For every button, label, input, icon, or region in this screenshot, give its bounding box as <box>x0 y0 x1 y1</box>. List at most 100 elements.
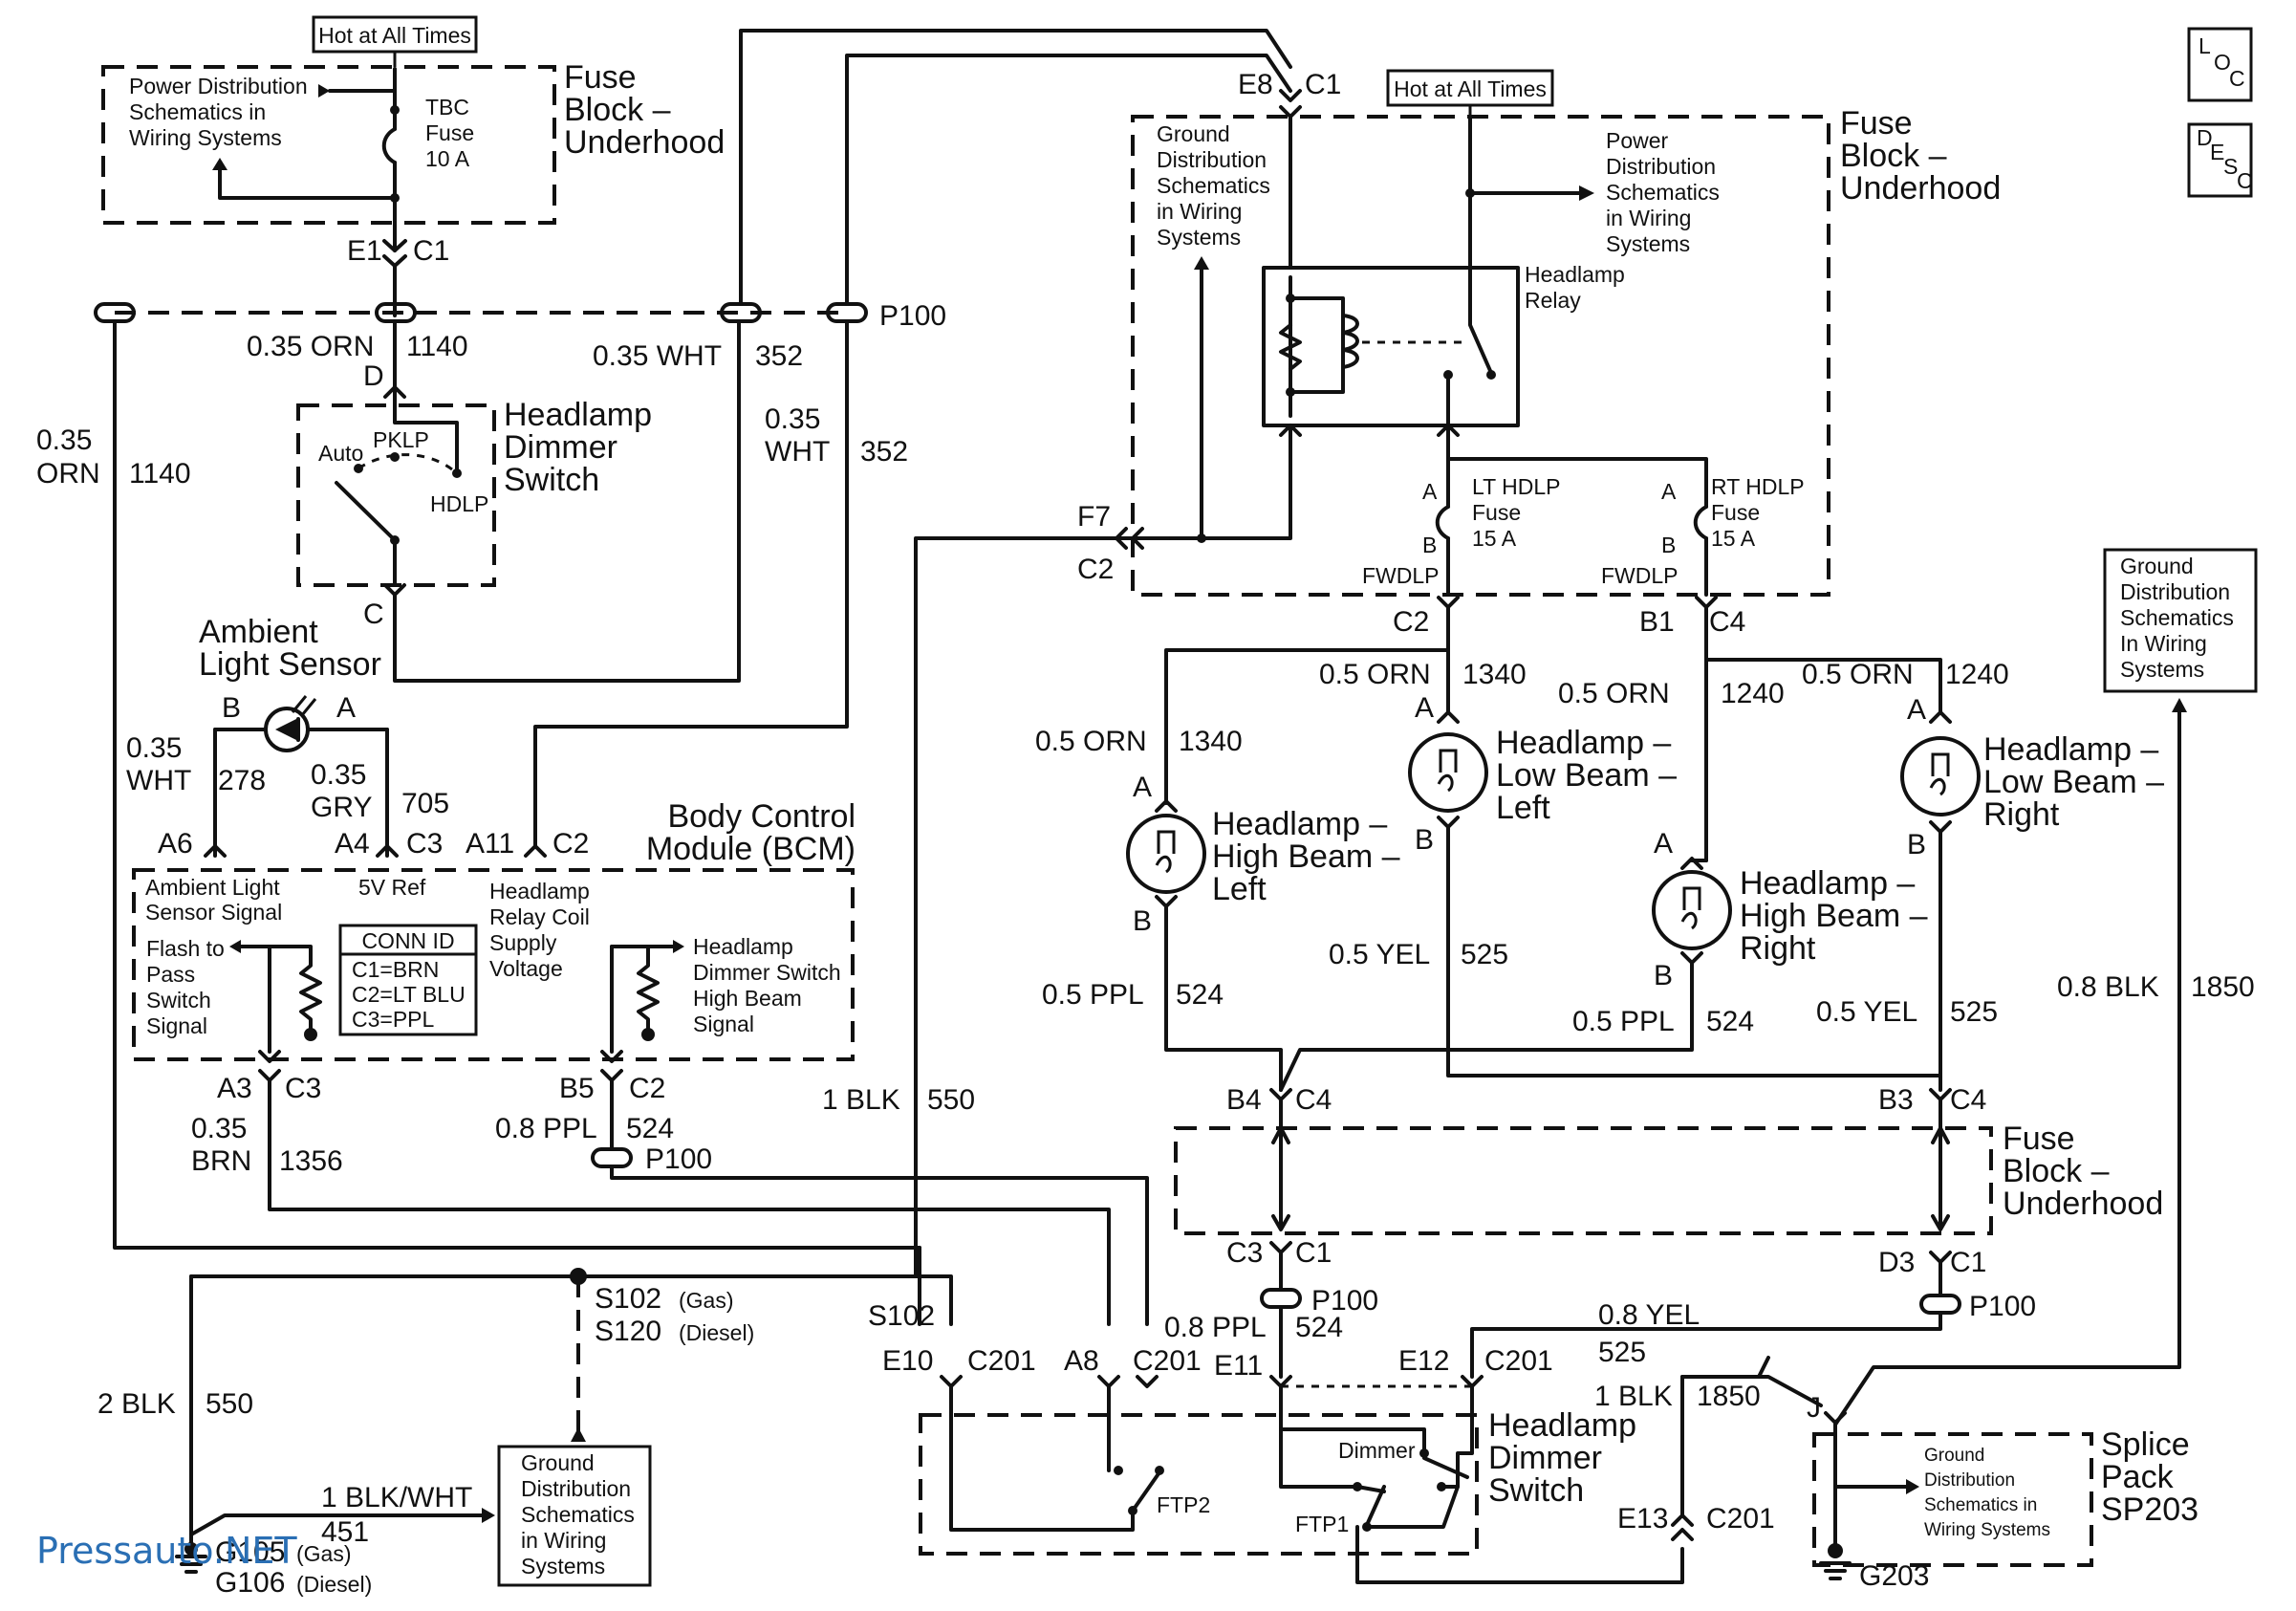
conn-c1: C1 <box>1950 1247 1986 1278</box>
loc-icon[interactable]: L O C <box>2187 27 2253 102</box>
circuit-label: 524 <box>626 1113 674 1144</box>
resistor-icon <box>637 945 660 1034</box>
pds-text: Schematics in <box>129 99 266 124</box>
conn-p100: P100 <box>645 1143 712 1175</box>
circuit-label: 1850 <box>2191 971 2255 1003</box>
switch-title: Dimmer <box>1488 1440 1602 1476</box>
wire-label: 1 BLK/WHT <box>321 1482 472 1513</box>
tbc-fuse-label: 10 A <box>425 146 470 171</box>
fuse-block-title: Block – <box>2003 1153 2110 1189</box>
hot-at-all-times-label: Hot at All Times <box>1394 76 1547 101</box>
lamp-high-beam-left: A B Headlamp – High Beam – Left <box>1126 772 1400 937</box>
fuse-block-title: Underhood <box>1840 170 2001 207</box>
tbc-fuse-label: TBC <box>425 95 469 120</box>
lamp-low-beam-right: A B Headlamp – Low Beam – Right <box>1900 694 2164 860</box>
switch-title: Dimmer <box>504 429 617 466</box>
switch-title: Headlamp <box>504 397 652 433</box>
bcm-text: Signal <box>146 1013 207 1038</box>
lamp-title: Headlamp – <box>1496 725 1671 761</box>
conn-a: A <box>1661 479 1677 504</box>
bcm-text: Relay Coil <box>489 904 590 929</box>
dimmer-label: Dimmer <box>1338 1438 1416 1463</box>
conn-b1: B1 <box>1639 606 1675 638</box>
ftp2-label: FTP2 <box>1157 1492 1210 1517</box>
wire-label: 0.35 <box>36 425 92 456</box>
conn-c201: C201 <box>1133 1345 1202 1377</box>
wire-label: 1 BLK <box>822 1084 900 1116</box>
bcm-text: Switch <box>146 988 211 1012</box>
conn-e11: E11 <box>1214 1350 1263 1382</box>
desc-icon[interactable]: D E S C <box>2187 122 2253 198</box>
fwdlp-label: FWDLP <box>1601 563 1679 588</box>
wire-label: 2 BLK <box>97 1388 176 1420</box>
splice-title: SP203 <box>2101 1491 2199 1528</box>
bulb-icon <box>1126 814 1206 894</box>
gds-text: in Wiring <box>1157 199 1242 224</box>
arrow-up-icon <box>212 158 227 170</box>
fwdlp-label: FWDLP <box>1362 563 1440 588</box>
wire-label: 0.5 PPL <box>1042 979 1144 1011</box>
conn-p100: P100 <box>879 300 946 332</box>
pds-text: in Wiring <box>1606 206 1691 230</box>
wire-label: 0.8 YEL <box>1598 1299 1700 1331</box>
bulb-icon <box>1408 732 1488 813</box>
conn-a: A <box>1654 828 1673 860</box>
gds-text: Ground <box>1157 121 1230 146</box>
switch-auto: Auto <box>318 441 363 466</box>
wire-label: 0.35 <box>311 759 366 791</box>
bcm-text: 5V Ref <box>358 875 426 900</box>
fuse-symbol <box>1435 505 1708 540</box>
ground-g203: G203 <box>1859 1560 1929 1592</box>
circuit-label: 1140 <box>129 458 191 490</box>
conn-id-title: CONN ID <box>361 928 454 953</box>
pds-text: Wiring Systems <box>129 125 282 150</box>
fuse-block-title: Fuse <box>564 59 637 96</box>
lt-fuse-label: LT HDLP <box>1472 474 1560 499</box>
splice-gas: (Gas) <box>679 1288 734 1313</box>
splice-s120: S120 <box>595 1316 661 1347</box>
lamp-title: Right <box>1983 796 2060 833</box>
gds-text: Schematics <box>1157 173 1270 198</box>
gds-text: Ground <box>1924 1446 1984 1466</box>
fuse-block-title: Underhood <box>564 124 725 161</box>
bcm-title: Body Control <box>667 798 856 835</box>
pds-text: Power <box>1606 128 1669 153</box>
fuse-block-title: Fuse <box>2003 1121 2075 1157</box>
rt-fuse-label: RT HDLP <box>1711 474 1805 499</box>
conn-c4: C4 <box>1295 1084 1332 1116</box>
wire-label: 0.8 BLK <box>2057 971 2159 1003</box>
conn-c4: C4 <box>1709 606 1745 638</box>
gds-text: Schematics in <box>1924 1495 2037 1515</box>
gds-text: Schematics <box>521 1502 635 1527</box>
als-title: Light Sensor <box>199 646 381 683</box>
conn-d3: D3 <box>1878 1247 1915 1278</box>
splice-s102: S102 <box>595 1283 661 1315</box>
gds-text: Wiring Systems <box>1924 1520 2050 1540</box>
wire-label: BRN <box>191 1145 251 1177</box>
lamp-title: Left <box>1496 790 1550 826</box>
wire-label: 0.35 <box>126 732 182 764</box>
wire-label: 0.5 ORN <box>1802 659 1914 690</box>
watermark: Pressauto.NET <box>36 1530 297 1572</box>
svg-text:C: C <box>2229 66 2245 91</box>
conn-c3: C3 <box>285 1073 321 1104</box>
conn-c3: C3 <box>406 828 443 860</box>
circuit-label: 352 <box>860 436 908 468</box>
ground-icon <box>175 1555 207 1574</box>
circuit-label: 524 <box>1295 1312 1343 1343</box>
ground-g105: G105 <box>215 1536 285 1568</box>
switch-pklp: PKLP <box>373 427 429 452</box>
conn-b: B <box>1415 824 1434 856</box>
als-title: Ambient <box>199 614 318 650</box>
conn-b: B <box>1907 829 1926 860</box>
splice-pack-sp203: Splice Pack SP203 Ground Distribution Sc… <box>1812 1423 2199 1567</box>
bcm-text: Dimmer Switch <box>693 960 841 985</box>
fuse-block-left: Hot at All Times Fuse Block – Underhood … <box>101 15 725 252</box>
splice-title: Pack <box>2101 1459 2175 1495</box>
circuit-label: 550 <box>927 1084 975 1116</box>
circuit-label: 1340 <box>1462 659 1527 690</box>
gds-text: Ground <box>2120 554 2194 578</box>
circuit-label: 1240 <box>1721 678 1785 709</box>
circuit-label: 705 <box>401 788 449 819</box>
bcm-text: Signal <box>693 1012 754 1036</box>
